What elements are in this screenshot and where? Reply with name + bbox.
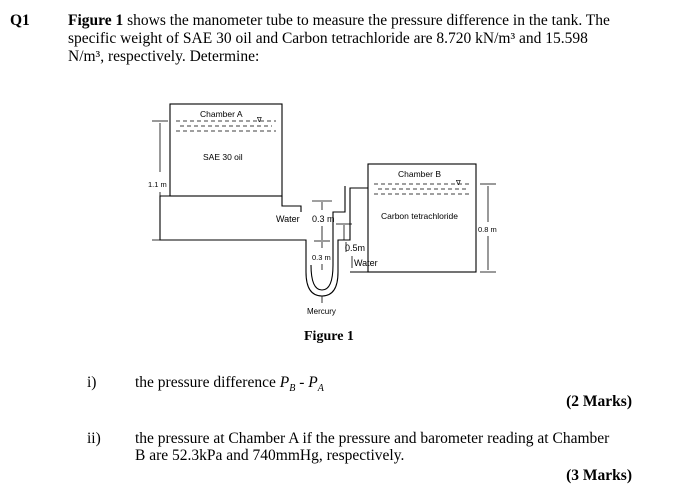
mercury-label: Mercury	[307, 307, 336, 316]
surface-dashes-a	[176, 120, 276, 132]
item-1-number: i)	[87, 374, 97, 391]
left-pipe-outer	[159, 195, 307, 272]
figure-reference: Figure 1	[68, 12, 124, 29]
item-2-marks: (3 Marks)	[566, 467, 632, 484]
water-right-label: Water	[354, 258, 378, 268]
carbon-label: Carbon tetrachloride	[381, 211, 458, 221]
question-line-1: Figure 1 shows the manometer tube to mea…	[68, 12, 610, 29]
left-pipe-inner	[281, 196, 302, 212]
pressure-b-symbol: PB	[279, 374, 296, 395]
question-number: Q1	[10, 12, 30, 29]
chamber-a-label: Chamber A	[200, 109, 243, 119]
oil-label: SAE 30 oil	[203, 152, 243, 162]
right-pipe-outer	[337, 187, 368, 272]
u-tube-inner	[310, 264, 334, 291]
dim-0-5m-label: 0.5m	[345, 243, 365, 253]
dim-0-5m	[336, 223, 352, 240]
question-line-2: specific weight of SAE 30 oil and Carbon…	[68, 30, 588, 47]
pressure-a-symbol: PA	[308, 374, 324, 395]
dim-0-3m-bottom-label: 0.3 m	[312, 253, 331, 262]
dim-0-8m-label: 0.8 m	[478, 225, 497, 234]
surface-dashes-b	[374, 183, 470, 195]
item-2-number: ii)	[87, 430, 101, 447]
dim-0-8m	[480, 183, 496, 273]
water-left-label: Water	[276, 214, 300, 224]
dim-1-1m	[152, 120, 168, 241]
dim-0-3m-top	[312, 200, 332, 240]
free-surface-b-symbol: ∇	[455, 180, 461, 187]
item-1-text: the pressure difference PB - PA	[135, 374, 324, 395]
dim-0-3m-top-label: 0.3 m	[312, 214, 335, 224]
chamber-b-label: Chamber B	[398, 169, 441, 179]
chamber-b-box	[367, 163, 477, 273]
dim-1-1m-label: 1.1 m	[148, 180, 167, 189]
bottom-pipe	[350, 271, 368, 273]
item-2-text: the pressure at Chamber A if the pressur…	[135, 430, 610, 464]
free-surface-a-symbol: ∇	[256, 117, 262, 124]
dim-0-3m-bottom	[314, 240, 330, 270]
u-tube	[305, 271, 339, 297]
item-1-marks: (2 Marks)	[566, 393, 632, 410]
figure-caption: Figure 1	[304, 329, 354, 344]
chamber-a-box	[169, 103, 283, 197]
right-pipe-inner	[332, 186, 346, 265]
question-line-3: N/m³, respectively. Determine:	[68, 48, 260, 65]
question-text: Figure 1 shows the manometer tube to mea…	[68, 12, 638, 66]
